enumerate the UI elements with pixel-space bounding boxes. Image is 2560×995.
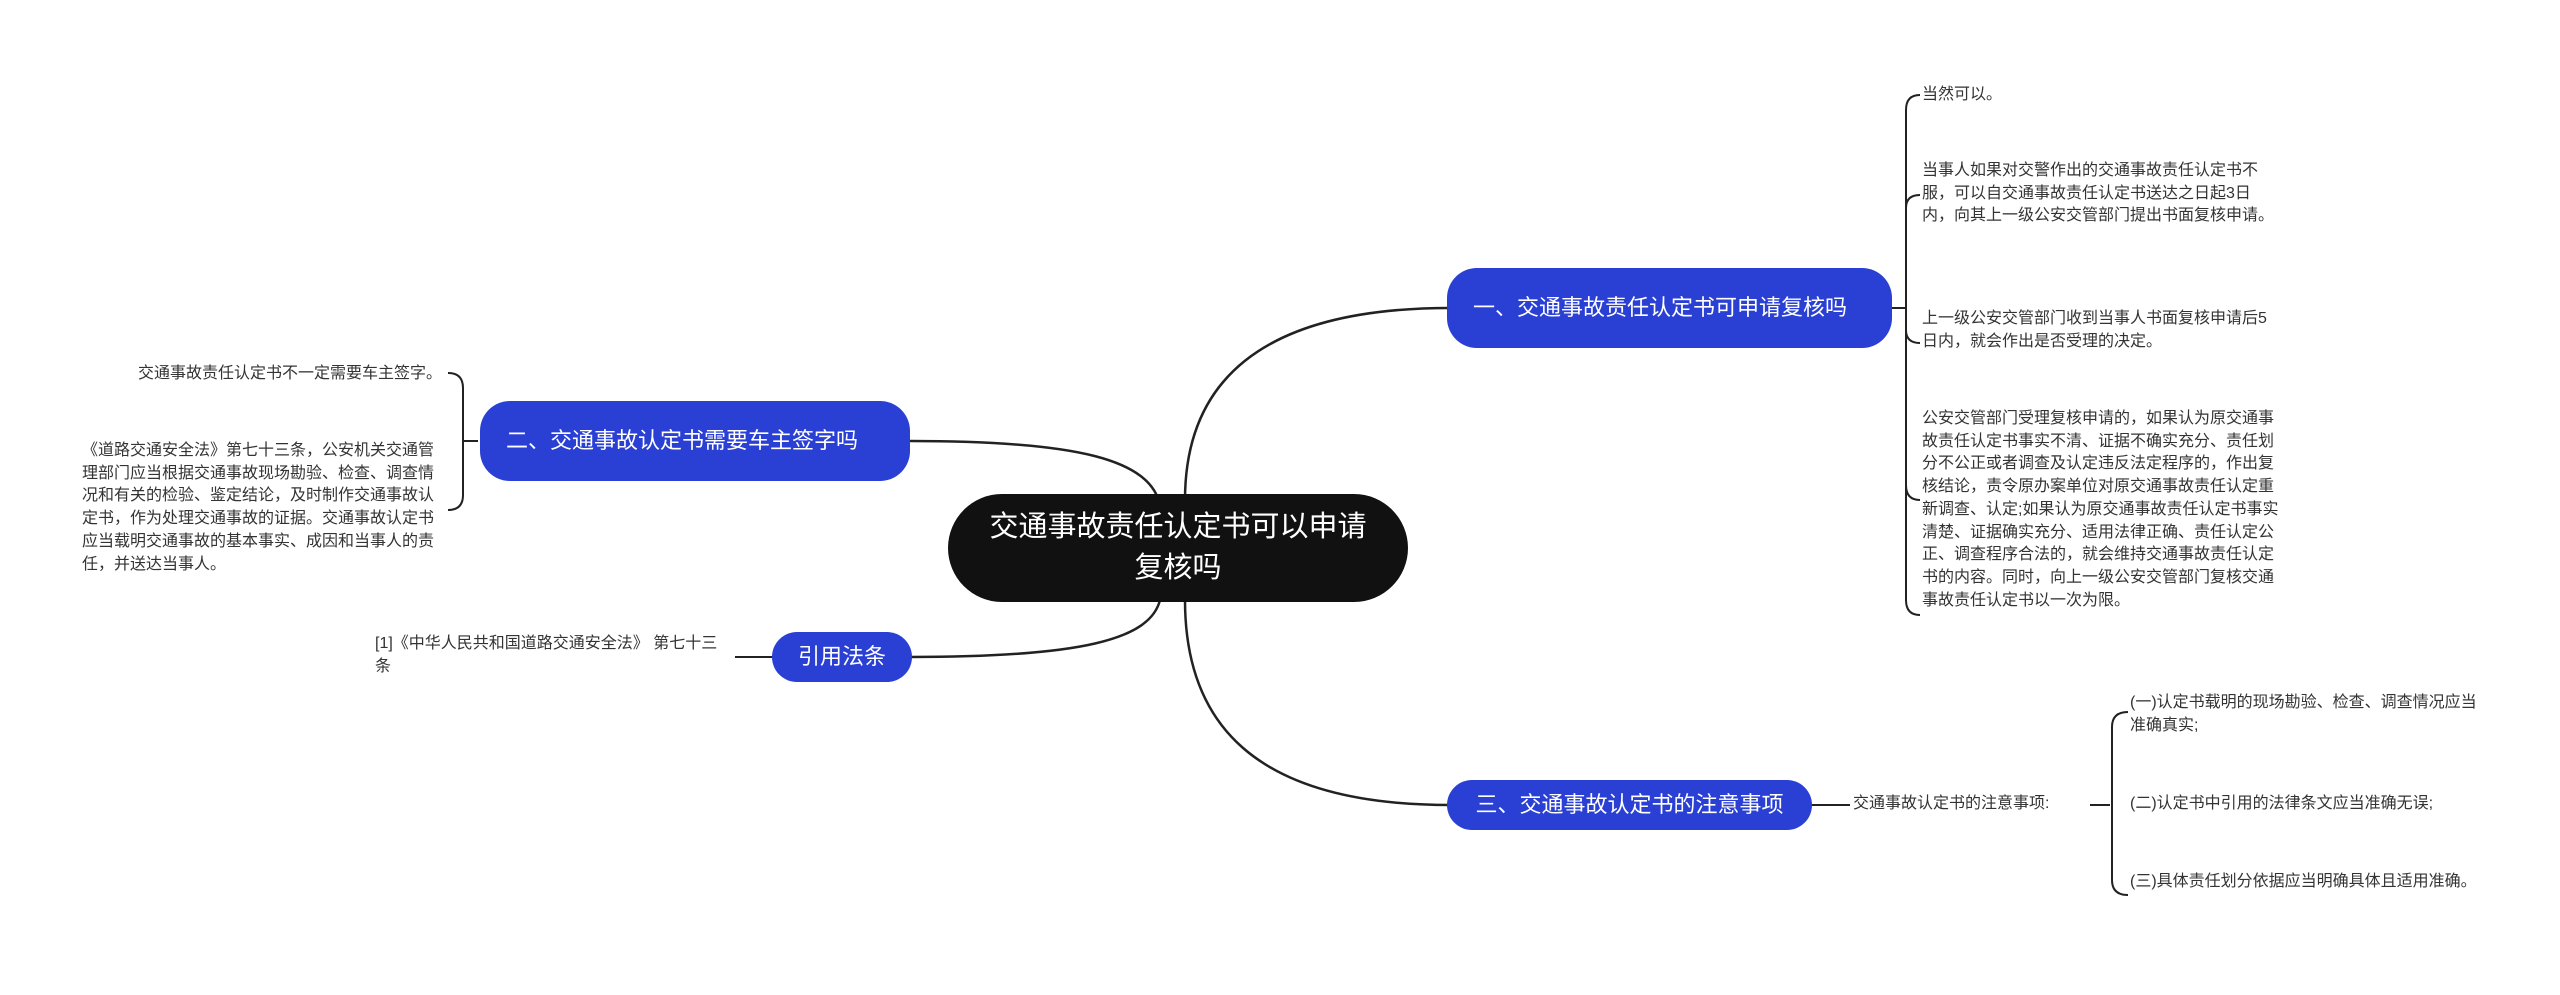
branch-owner-signature-label: 二、交通事故认定书需要车主签字吗 — [506, 427, 859, 453]
leaf-b1-2: 当事人如果对交警作出的交通事故责任认定书不服，可以自交通事故责任认定书送达之日起… — [1922, 162, 2275, 225]
root-label: 交通事故责任认定书可以申请复核吗 — [989, 511, 1367, 584]
branch-notes[interactable]: 三、交通事故认定书的注意事项 — [1447, 780, 1812, 830]
leaf-b4-2: (二)认定书中引用的法律条文应当准确无误; — [2130, 795, 2434, 812]
connector-root-b2 — [909, 439, 1162, 506]
connector-root-b4 — [1183, 599, 1451, 807]
branch-review-possible-label: 一、交通事故责任认定书可申请复核吗 — [1473, 294, 1848, 320]
branch-notes-label: 三、交通事故认定书的注意事项 — [1475, 791, 1784, 817]
connector-root-b1 — [1183, 306, 1451, 501]
sub-b4-label: 交通事故认定书的注意事项: — [1853, 795, 2050, 812]
branch-cited-law[interactable]: 引用法条 — [772, 632, 912, 682]
root-node[interactable]: 交通事故责任认定书可以申请复核吗 — [948, 494, 1408, 602]
branch-owner-signature[interactable]: 二、交通事故认定书需要车主签字吗 — [480, 401, 910, 481]
leaf-b2-2: 《道路交通安全法》第七十三条，公安机关交通管理部门应当根据交通事故现场勘验、检查… — [82, 442, 435, 573]
branch-review-possible[interactable]: 一、交通事故责任认定书可申请复核吗 — [1447, 268, 1892, 348]
leaf-b1-1: 当然可以。 — [1922, 86, 2003, 103]
connector-b1-leaves — [1890, 94, 1921, 616]
leaf-b1-3: 上一级公安交管部门收到当事人书面复核申请后5日内，就会作出是否受理的决定。 — [1922, 310, 2267, 350]
leaf-b4-1: (一)认定书载明的现场勘验、检查、调查情况应当准确真实; — [2130, 694, 2477, 734]
connector-root-b3 — [909, 599, 1162, 659]
leaf-b4-3: (三)具体责任划分依据应当明确具体且适用准确。 — [2130, 873, 2477, 890]
leaf-b2-1: 交通事故责任认定书不一定需要车主签字。 — [137, 365, 442, 382]
branch-cited-law-label: 引用法条 — [798, 643, 887, 669]
leaf-b3-1: [1]《中华人民共和国道路交通安全法》 第七十三条 — [375, 635, 718, 675]
connector-b2-leaves — [447, 372, 478, 511]
connector-sub-leaves — [2090, 711, 2129, 896]
leaf-b1-4: 公安交管部门受理复核申请的，如果认为原交通事故责任认定书事实不清、证据不确实充分… — [1922, 410, 2279, 609]
